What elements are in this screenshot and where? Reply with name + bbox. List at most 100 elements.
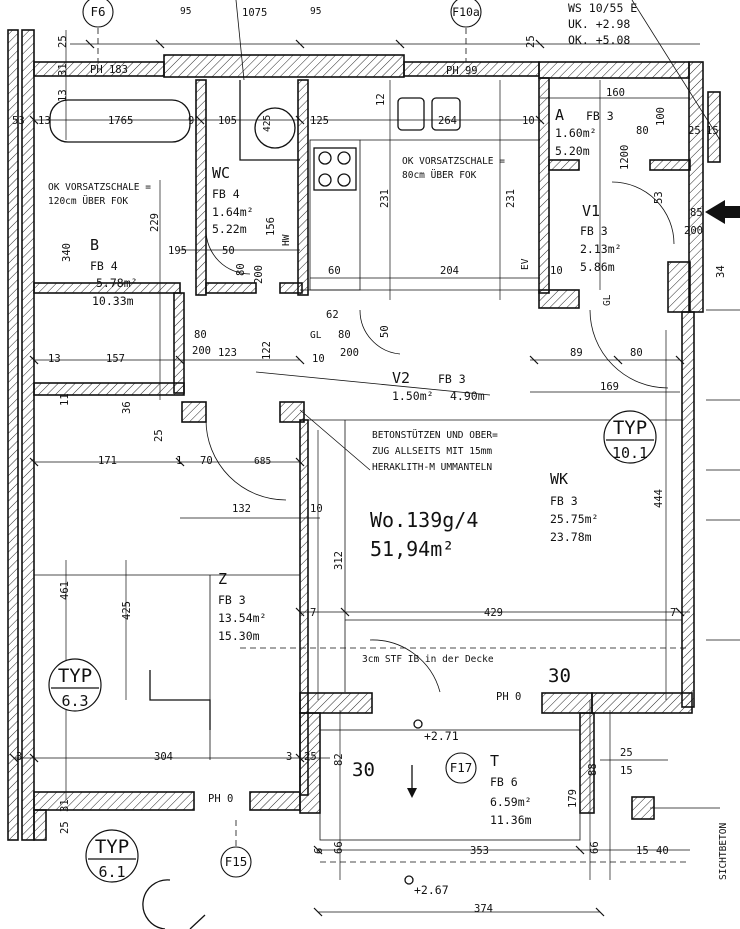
room-wc-name: WC xyxy=(212,164,230,182)
dim-25c: 25 xyxy=(688,125,701,137)
ph-0-living: PH 0 xyxy=(496,691,521,703)
dim-10b: 10 xyxy=(550,265,563,277)
dimension-lines xyxy=(14,30,700,913)
room-z-area: 13.54m² xyxy=(218,611,266,625)
entry-arrow xyxy=(705,200,725,224)
room-wc-perimeter: 5.22m xyxy=(212,222,247,236)
bed-symbol xyxy=(149,670,211,730)
room-wk-fb: FB 3 xyxy=(550,494,578,508)
apartment-area: 51,94m² xyxy=(370,537,454,561)
note-vorsatz-1-line-2: 120cm ÜBER FOK xyxy=(48,196,128,207)
right-wall-step xyxy=(667,261,691,313)
axis-circle-f6 xyxy=(82,0,114,28)
dim-231b: 231 xyxy=(505,189,517,208)
room-z-name: Z xyxy=(218,570,227,588)
dim-25g: 25 xyxy=(59,821,71,834)
bathtub xyxy=(49,99,191,143)
door-swing-v2 xyxy=(359,309,401,355)
bottom-stroke xyxy=(189,914,206,929)
burner-4 xyxy=(337,173,351,187)
dim-6a: 6 xyxy=(313,848,325,854)
dim-60: 60 xyxy=(328,265,341,277)
dim-429: 429 xyxy=(484,607,503,619)
dim-125: 125 xyxy=(310,115,329,127)
room-wc-area: 1.64m² xyxy=(212,205,254,219)
dim-195: 195 xyxy=(168,245,187,257)
dim-80e: 80 xyxy=(630,347,643,359)
level-marker-1 xyxy=(413,719,423,729)
corridor-left-wall xyxy=(173,292,185,394)
dim-34: 34 xyxy=(715,265,727,278)
room-a-name: A xyxy=(555,106,564,124)
living-bottom-wall-right xyxy=(541,692,593,714)
typ-num-10-1: 10.1 xyxy=(612,444,648,462)
wc-bottom-wall xyxy=(205,282,257,294)
room-wk-area: 25.75m² xyxy=(550,512,598,526)
room-a-perimeter: 5.20m xyxy=(555,144,590,158)
dim-229: 229 xyxy=(149,213,161,232)
ph-183: PH 183 xyxy=(90,64,128,76)
room-v1-area: 2.13m² xyxy=(580,242,622,256)
dim-7a: 7 xyxy=(310,607,316,619)
dim-15c: 15 xyxy=(620,765,633,777)
dim-179: 179 xyxy=(567,789,579,808)
left-wall-outer xyxy=(7,29,19,841)
terrace-area xyxy=(319,729,581,841)
leader-beton-2 xyxy=(299,409,371,471)
gl-label-1: GL xyxy=(310,330,322,341)
dim-66a: 66 xyxy=(333,841,345,854)
storage-mid-wall-2 xyxy=(649,159,691,171)
note-beton-line-2: ZUG ALLSEITS MIT 15mm xyxy=(372,446,492,457)
typ-label-6-1: TYP xyxy=(95,836,129,858)
column-left xyxy=(181,401,207,423)
dim-53: 53 xyxy=(12,115,25,127)
dimension-texts: 25 95 1075 95 25 31 13 53 13 1765 9 105 … xyxy=(12,6,727,915)
note-vorsatz-2-line-2: 80cm ÜBER FOK xyxy=(402,170,477,181)
thirty-label-a: 30 xyxy=(548,665,571,687)
bath-bottom-wall xyxy=(33,282,181,294)
room-t-fb: FB 6 xyxy=(490,775,518,789)
dim-62: 62 xyxy=(326,309,339,321)
room-b-perimeter: 10.33m xyxy=(92,294,134,308)
dim-25d: 25 xyxy=(153,429,165,442)
axis-circle-f17 xyxy=(445,752,477,784)
dim-10c: 10 xyxy=(312,353,325,365)
left-wall-inner xyxy=(21,29,35,841)
uk-label: UK. +2.98 xyxy=(568,17,630,31)
room-wk-perimeter: 23.78m xyxy=(550,530,592,544)
dim-123: 123 xyxy=(218,347,237,359)
level-267: +2.67 xyxy=(414,883,449,897)
dim-31b: 31 xyxy=(59,799,71,812)
thirty-label-b: 30 xyxy=(352,759,375,781)
axis-markers: F6 F10a F15 F17 xyxy=(82,0,482,878)
dim-80c: 80 xyxy=(338,329,351,341)
dim-13b: 13 xyxy=(38,115,51,127)
ok-label: OK. +5.08 xyxy=(568,33,630,47)
bath-wc-wall xyxy=(195,79,207,296)
ph-0-bedroom: PH 0 xyxy=(208,793,233,805)
dim-312: 312 xyxy=(333,551,345,570)
room-z-perimeter: 15.30m xyxy=(218,629,260,643)
storage-bottom-wall xyxy=(538,289,580,309)
level-271: +2.71 xyxy=(424,729,459,743)
bottom-arc xyxy=(142,879,171,929)
dim-50b: 50 xyxy=(379,325,391,338)
burner-1 xyxy=(318,151,332,165)
notes: OK VORSATZSCHALE = 120cm ÜBER FOK OK VOR… xyxy=(48,64,729,897)
dim-13a: 13 xyxy=(57,89,69,102)
door-swing-wk xyxy=(589,309,669,389)
dim-89: 89 xyxy=(570,347,583,359)
dim-25b: 25 xyxy=(525,35,537,48)
dim-340: 340 xyxy=(61,243,73,262)
typ-num-6-3: 6.3 xyxy=(61,692,88,710)
leader-beton xyxy=(255,371,491,396)
dim-171: 171 xyxy=(98,455,117,467)
dim-200d: 200 xyxy=(340,347,359,359)
dim-169: 169 xyxy=(600,381,619,393)
axis-label-f17: F17 xyxy=(450,760,473,775)
bottom-wall-mid xyxy=(249,791,301,811)
dim-95b: 95 xyxy=(310,6,321,17)
burner-2 xyxy=(337,151,351,165)
dim-160: 160 xyxy=(606,87,625,99)
top-right-labels: WS 10/55 E UK. +2.98 OK. +5.08 xyxy=(568,1,637,47)
